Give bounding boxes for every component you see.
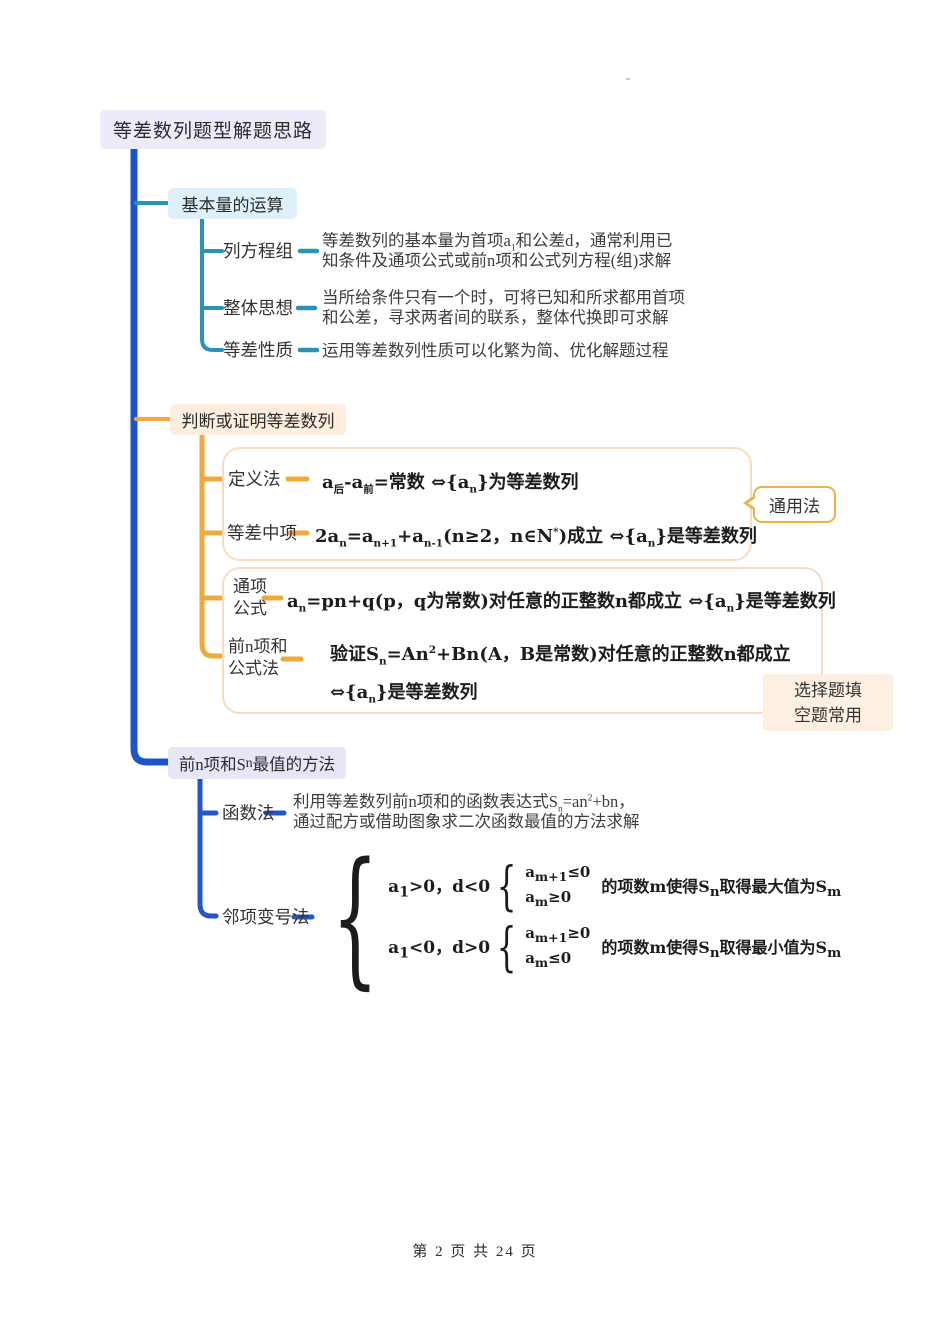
desc-equations-line1: 等差数列的基本量为首项a1和公差d，通常利用已	[322, 231, 673, 254]
desc-holistic-thinking: 当所给条件只有一个时，可将已知和所求都用首项 和公差，寻求两者间的联系，整体代换…	[322, 288, 685, 327]
desc-arithmetic-property: 运用等差数列性质可以化繁为简、优化解题过程	[322, 341, 669, 361]
node-judge-or-prove: 判断或证明等差数列	[170, 404, 346, 435]
conclusion-min: 的项数m使得Sn取得最小值为Sm	[601, 937, 842, 962]
inner-brace-min: {	[496, 917, 517, 978]
desc-property-line1: 运用等差数列性质可以化繁为简、优化解题过程	[322, 341, 669, 360]
ineq-max-2: am≥0	[525, 887, 572, 909]
condition-min: a1<0，d>0	[388, 938, 491, 962]
inequalities-min: am+1≥0 am≤0	[525, 923, 591, 971]
label-general-term-line1: 通项	[233, 577, 267, 596]
label-definition-method: 定义法	[228, 469, 281, 489]
condition-max: a1>0，d<0	[388, 877, 491, 901]
ineq-max-1: am+1≤0	[525, 862, 591, 884]
inner-brace-max: {	[496, 856, 517, 917]
formula-sum-line2: ⇔{an}是等差数列	[330, 682, 478, 706]
label-function-method: 函数法	[222, 803, 275, 823]
ineq-min-2: am≤0	[525, 948, 572, 970]
desc-holistic-line2: 和公差，寻求两者间的联系，整体代换即可求解	[322, 307, 669, 327]
formula-sum-line1: 验证Sn=An2+Bn(A，B是常数)对任意的正整数n都成立	[330, 644, 791, 668]
branch3-subspine	[197, 776, 219, 919]
label-sum-formula-line2: 公式法	[228, 659, 279, 678]
label-sum-formula-method: 前n项和 公式法	[228, 636, 288, 680]
label-arithmetic-mean: 等差中项	[227, 523, 297, 543]
desc-equations-line2: 知条件及通项公式或前n项和公式列方程(组)求解	[322, 250, 672, 270]
desc-function-line2: 通过配方或借助图象求二次函数最值的方法求解	[293, 811, 640, 831]
root-node: 等差数列题型解题思路	[100, 110, 326, 149]
label-general-term-formula: 通项 公式	[233, 576, 267, 620]
desc-equations-method: 等差数列的基本量为首项a1和公差d，通常利用已 知条件及通项公式或前n项和公式列…	[322, 231, 672, 270]
callout-universal-method: 通用法	[743, 486, 836, 523]
branch1-subspine	[200, 216, 224, 352]
formula-arithmetic-mean: 2an=an+1+an-1(n≥2，n∈N*)成立 ⇔{an}是等差数列	[315, 526, 757, 550]
label-equations-method: 列方程组	[223, 241, 293, 261]
node-basic-quantities: 基本量的运算	[168, 188, 297, 219]
desc-holistic-line1: 当所给条件只有一个时，可将已知和所求都用首项	[322, 288, 685, 307]
label-holistic-thinking: 整体思想	[223, 298, 293, 318]
formula-definition: a后-a前=常数 ⇔{an}为等差数列	[322, 472, 579, 496]
outer-brace: {	[331, 831, 379, 1003]
note-line2: 空题常用	[794, 706, 862, 725]
label-adjacent-sign-change-method: 邻项变号法	[222, 907, 310, 927]
formula-general-term: an=pn+q(p，q为常数)对任意的正整数n都成立 ⇔{an}是等差数列	[287, 591, 836, 615]
case-min: a1<0，d>0 { am+1≥0 am≤0 的项数m使得Sn取得最小值为Sm	[388, 917, 842, 978]
stray-mark: -	[626, 70, 631, 85]
adjacent-sign-change-block: { a1>0，d<0 { am+1≤0 am≥0 的项数m使得Sn取得最大值为S…	[330, 831, 842, 1003]
label-sum-formula-line1: 前n项和	[228, 637, 288, 656]
desc-function-line1: 利用等差数列前n项和的函数表达式Sn=an2+bn，	[293, 792, 635, 815]
inequalities-max: am+1≤0 am≥0	[525, 862, 591, 910]
note-line1: 选择题填	[794, 681, 862, 700]
group-special-methods	[222, 567, 823, 714]
label-general-term-line2: 公式	[233, 599, 267, 618]
ineq-min-1: am+1≥0	[525, 923, 591, 945]
page-footer: 第 2 页 共 24 页	[412, 1244, 538, 1260]
case-max: a1>0，d<0 { am+1≤0 am≥0 的项数m使得Sn取得最大值为Sm	[388, 856, 842, 917]
label-arithmetic-property: 等差性质	[223, 340, 293, 360]
branch2-subspine	[199, 432, 225, 659]
spine-line	[130, 144, 175, 766]
note-multiple-choice: 选择题填 空题常用	[763, 674, 893, 731]
conclusion-max: 的项数m使得Sn取得最大值为Sm	[601, 876, 842, 901]
desc-function-method: 利用等差数列前n项和的函数表达式Sn=an2+bn， 通过配方或借助图象求二次函…	[293, 792, 640, 831]
